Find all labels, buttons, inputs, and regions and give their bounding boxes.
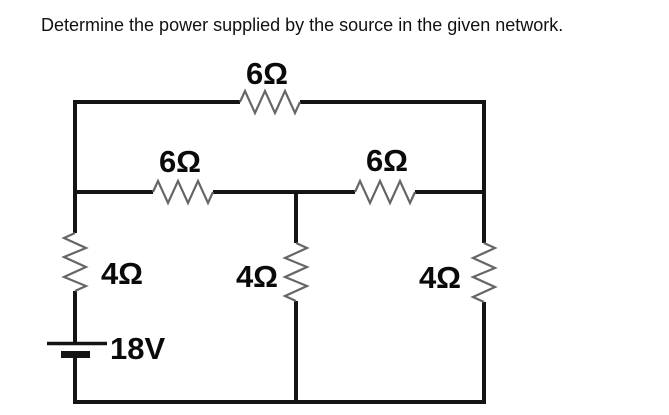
resistor-center-label: 4Ω [236, 259, 278, 294]
voltage-source-label: 18V [110, 331, 165, 366]
resistor-right-zigzag [470, 241, 498, 304]
resistor-top-zigzag [238, 88, 302, 116]
question-title: Determine the power supplied by the sour… [41, 15, 564, 35]
resistor-middle-left-label: 6Ω [159, 144, 201, 179]
resistor-left-zigzag [61, 231, 89, 293]
wire-network [73, 100, 486, 404]
resistor-right-label: 4Ω [419, 260, 461, 295]
resistor-left-label: 4Ω [101, 256, 143, 291]
resistor-middle-left-zigzag [151, 178, 215, 206]
resistor-center-zigzag [282, 241, 310, 303]
resistor-middle-right-label: 6Ω [366, 143, 408, 178]
battery-icon [47, 341, 107, 358]
resistor-middle-right-zigzag [353, 178, 417, 206]
resistor-top-label: 6Ω [246, 56, 288, 91]
